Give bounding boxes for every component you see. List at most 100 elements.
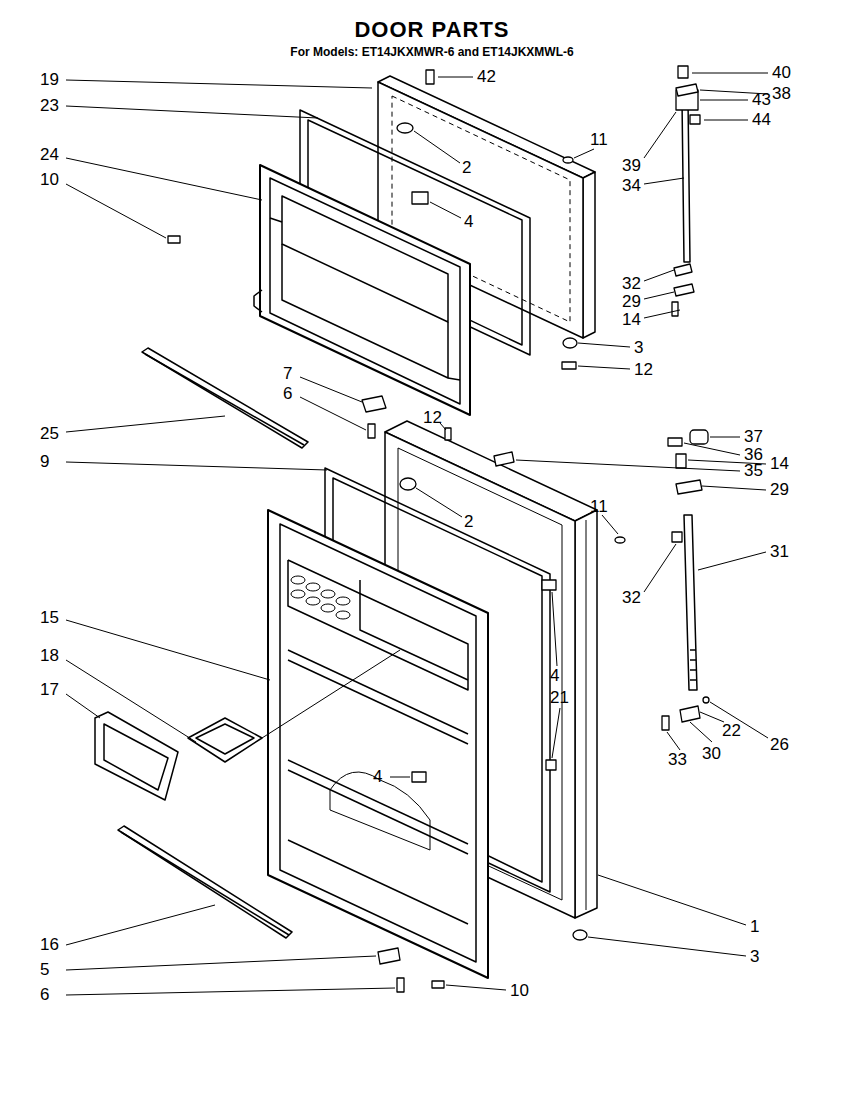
leader-lines bbox=[66, 416, 225, 432]
small-hardware bbox=[573, 930, 587, 940]
callout-number: 2 bbox=[462, 159, 471, 177]
door-shelf-bar bbox=[121, 832, 289, 935]
fresh-food-liner bbox=[321, 590, 335, 598]
dairy-door-parts bbox=[188, 718, 262, 762]
callout-number: 24 bbox=[40, 146, 59, 164]
small-hardware bbox=[562, 362, 576, 369]
callout-number: 4 bbox=[373, 768, 382, 786]
leader-lines bbox=[66, 158, 262, 200]
callout-number: 6 bbox=[283, 385, 292, 403]
dairy-door-parts bbox=[196, 724, 254, 754]
freezer-liner bbox=[282, 196, 448, 322]
callout-number: 17 bbox=[40, 681, 59, 699]
callout-number: 30 bbox=[702, 745, 721, 763]
callout-number: 3 bbox=[634, 339, 643, 357]
callout-number: 43 bbox=[752, 91, 771, 109]
callout-number: 21 bbox=[550, 689, 569, 707]
leader-lines bbox=[414, 131, 460, 163]
fresh-food-liner bbox=[288, 840, 468, 924]
small-hardware bbox=[542, 580, 556, 590]
door-stop-rods bbox=[684, 515, 697, 690]
leader-lines bbox=[644, 112, 676, 158]
callout-number: 12 bbox=[634, 361, 653, 379]
leader-lines bbox=[66, 462, 327, 470]
callout-number: 37 bbox=[744, 428, 763, 446]
leader-lines bbox=[578, 343, 630, 347]
callout-number: 4 bbox=[550, 667, 559, 685]
small-hardware bbox=[168, 236, 180, 243]
door-stop-rods bbox=[682, 100, 697, 690]
leader-lines bbox=[704, 120, 748, 121]
callout-number: 42 bbox=[477, 68, 496, 86]
leader-lines bbox=[644, 178, 684, 184]
leader-lines bbox=[552, 592, 557, 666]
fresh-food-liner bbox=[280, 524, 476, 962]
fresh-food-door bbox=[586, 520, 587, 910]
small-hardware bbox=[615, 537, 625, 543]
small-hardware bbox=[546, 760, 556, 770]
callout-number: 2 bbox=[464, 513, 473, 531]
leader-lines bbox=[66, 956, 376, 970]
model-subtitle: For Models: ET14JKXMWR-6 and ET14JKXMWL-… bbox=[290, 45, 573, 59]
callout-number: 5 bbox=[40, 961, 49, 979]
callout-number: 32 bbox=[622, 589, 641, 607]
small-hardware bbox=[672, 302, 678, 316]
fresh-food-liner bbox=[306, 597, 320, 605]
leader-lines bbox=[438, 77, 473, 78]
small-hardware bbox=[690, 430, 708, 444]
dairy-door-parts bbox=[95, 650, 400, 800]
door-shelf-bar bbox=[118, 826, 292, 938]
fresh-food-liner bbox=[321, 604, 335, 612]
door-stop-rods bbox=[690, 659, 696, 661]
leader-lines bbox=[66, 660, 196, 742]
callout-number: 1 bbox=[750, 918, 759, 936]
callout-number: 19 bbox=[40, 71, 59, 89]
callout-number: 7 bbox=[283, 365, 292, 383]
small-hardware bbox=[378, 948, 400, 964]
leader-lines bbox=[66, 694, 100, 718]
small-hardware bbox=[426, 70, 434, 84]
door-shelf-bar bbox=[118, 826, 292, 938]
door-stop-rods bbox=[690, 649, 696, 651]
callout-number: 22 bbox=[722, 722, 741, 740]
small-hardware bbox=[563, 157, 573, 163]
small-hardware bbox=[678, 66, 688, 78]
fresh-food-liner bbox=[268, 510, 488, 978]
leader-lines bbox=[430, 202, 461, 218]
leader-lines bbox=[446, 985, 506, 990]
leader-lines bbox=[710, 437, 740, 438]
small-hardware bbox=[680, 706, 700, 722]
fresh-food-door bbox=[575, 510, 597, 918]
callout-number: 14 bbox=[622, 311, 641, 329]
small-hardware bbox=[412, 772, 426, 782]
leader-lines bbox=[644, 270, 674, 281]
freezer-door bbox=[583, 172, 595, 338]
leader-lines bbox=[588, 937, 746, 956]
diagram-title: DOOR PARTS bbox=[354, 18, 509, 42]
leader-lines bbox=[66, 988, 395, 995]
door-shelf-bar bbox=[145, 354, 304, 445]
small-hardware bbox=[676, 454, 686, 468]
leader-lines bbox=[578, 366, 630, 369]
callout-number: 33 bbox=[668, 751, 687, 769]
small-hardware bbox=[674, 284, 694, 296]
callout-number: 4 bbox=[464, 213, 473, 231]
leader-lines bbox=[602, 515, 618, 534]
callout-number: 14 bbox=[770, 455, 789, 473]
leader-lines bbox=[700, 712, 724, 722]
leader-lines bbox=[702, 486, 766, 490]
callout-number: 26 bbox=[770, 736, 789, 754]
leader-lines bbox=[644, 292, 674, 299]
leader-lines bbox=[667, 732, 680, 750]
callout-number: 11 bbox=[590, 131, 608, 149]
fresh-food-liner bbox=[291, 576, 350, 619]
callout-number: 10 bbox=[510, 982, 529, 1000]
leader-lines bbox=[300, 377, 362, 402]
leader-lines bbox=[700, 100, 748, 101]
leader-lines bbox=[598, 875, 746, 925]
freezer-liner bbox=[254, 290, 262, 312]
callout-number: 29 bbox=[622, 293, 641, 311]
small-hardware bbox=[397, 123, 413, 133]
leader-lines bbox=[692, 73, 768, 74]
